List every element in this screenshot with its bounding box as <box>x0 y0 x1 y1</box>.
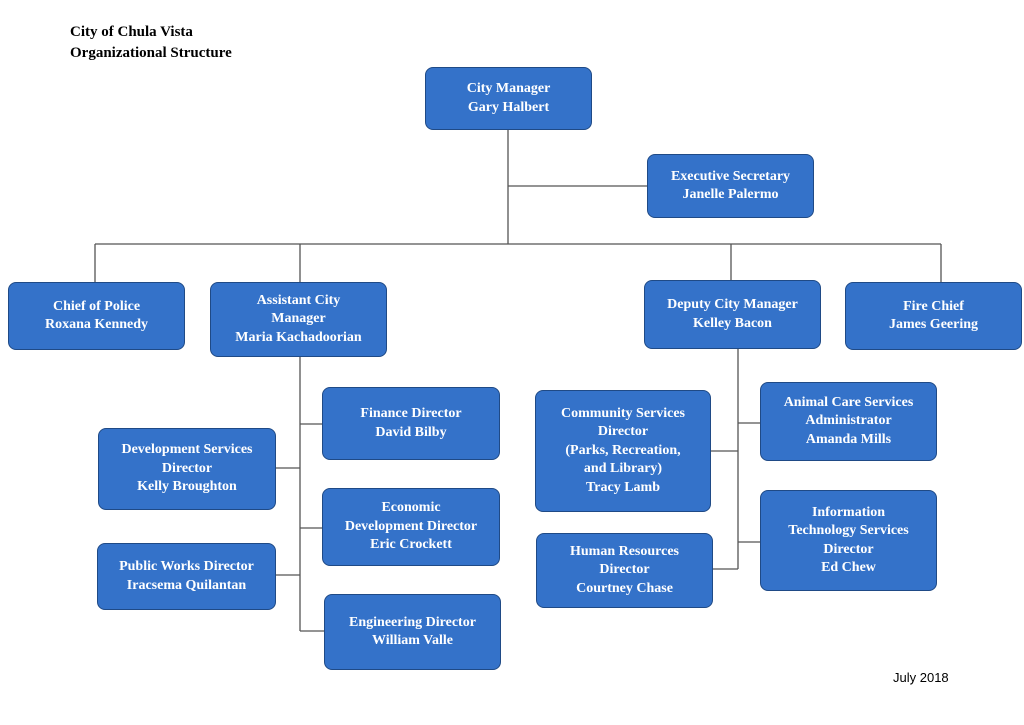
document-title: City of Chula Vista Organizational Struc… <box>70 22 232 64</box>
position-title-line: and Library) <box>583 461 663 477</box>
position-title: Executive Secretary <box>670 168 791 184</box>
chief-of-police-box: Chief of Police Roxana Kennedy <box>8 282 185 350</box>
person-name: Roxana Kennedy <box>44 317 149 332</box>
position-title-line: Technology Services <box>788 523 909 538</box>
person-name: Kelley Bacon <box>693 315 772 331</box>
position-title-line: Administrator <box>805 413 892 429</box>
public-works-director-box: Public Works Director Iracsema Quilantan <box>97 543 276 610</box>
position-title-line: Animal Care Services <box>783 394 914 410</box>
person-name: Janelle Palermo <box>682 187 779 202</box>
deputy-city-manager-box: Deputy City Manager Kelley Bacon <box>644 280 821 349</box>
city-manager-box: City Manager Gary Halbert <box>425 67 592 130</box>
person-name: Eric Crockett <box>370 537 452 553</box>
position-title-line: Director <box>823 541 874 557</box>
position-title-line: (Parks, Recreation, <box>565 442 681 458</box>
position-title-line: Assistant City <box>256 292 341 308</box>
person-name: William Valle <box>371 633 454 648</box>
position-title: City Manager <box>466 81 551 96</box>
person-name: Maria Kachadoorian <box>235 329 362 345</box>
person-name: Ed Chew <box>821 560 876 575</box>
person-name: Amanda Mills <box>805 431 892 447</box>
position-title-line: Human Resources <box>569 543 680 559</box>
position-title: Deputy City Manager <box>667 297 798 312</box>
economic-development-director-box: Economic Development Director Eric Crock… <box>322 488 500 566</box>
person-name: Gary Halbert <box>467 99 550 115</box>
title-line-organization: City of Chula Vista <box>70 24 193 40</box>
position-title-line: Director <box>161 460 213 476</box>
fire-chief-box: Fire Chief James Geering <box>845 282 1022 350</box>
title-line-structure: Organizational Structure <box>70 45 232 61</box>
information-technology-services-director-box: Information Technology Services Director… <box>760 490 937 591</box>
person-name: Tracy Lamb <box>585 479 660 495</box>
community-services-director-box: Community Services Director (Parks, Recr… <box>535 390 711 512</box>
position-title: Fire Chief <box>903 298 964 314</box>
person-name: James Geering <box>888 317 979 332</box>
animal-care-services-administrator-box: Animal Care Services Administrator Amand… <box>760 382 937 461</box>
position-title: Public Works Director <box>119 559 254 574</box>
position-title-line: Development Director <box>344 518 478 534</box>
human-resources-director-box: Human Resources Director Courtney Chase <box>536 533 713 608</box>
person-name: Iracsema Quilantan <box>126 577 247 593</box>
position-title-line: Director <box>599 562 650 578</box>
position-title: Finance Director <box>360 406 462 421</box>
person-name: Kelly Broughton <box>137 479 237 495</box>
position-title-line: Manager <box>271 311 326 327</box>
engineering-director-box: Engineering Director William Valle <box>324 594 501 670</box>
position-title-line: Development Services <box>121 442 253 458</box>
document-date: July 2018 <box>893 670 949 685</box>
position-title-line: Economic <box>381 500 441 516</box>
executive-secretary-box: Executive Secretary Janelle Palermo <box>647 154 814 218</box>
position-title-line: Director <box>597 424 649 440</box>
person-name: Courtney Chase <box>576 580 673 596</box>
position-title: Chief of Police <box>52 298 141 314</box>
development-services-director-box: Development Services Director Kelly Brou… <box>98 428 276 510</box>
finance-director-box: Finance Director David Bilby <box>322 387 500 460</box>
position-title: Engineering Director <box>349 614 476 630</box>
assistant-city-manager-box: Assistant City Manager Maria Kachadooria… <box>210 282 387 357</box>
position-title-line: Community Services <box>560 405 686 421</box>
person-name: David Bilby <box>375 424 447 440</box>
position-title-line: Information <box>811 504 886 520</box>
